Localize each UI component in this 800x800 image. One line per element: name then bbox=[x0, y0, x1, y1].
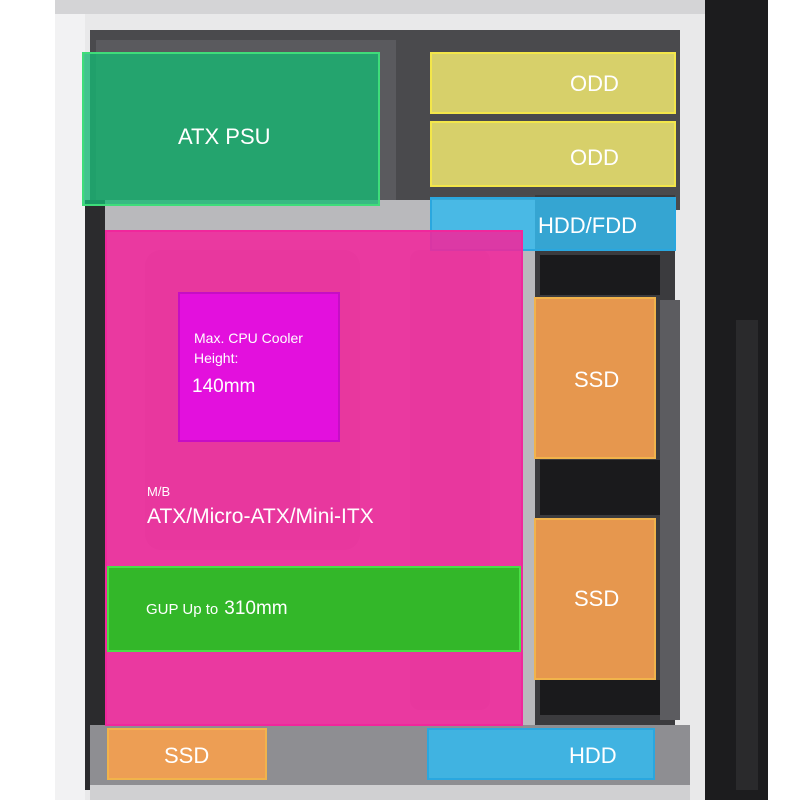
odd-zone-bottom: ODD bbox=[430, 121, 676, 187]
hdd-zone-bottom: HDD bbox=[427, 728, 655, 780]
cpu-cooler-value: 140mm bbox=[192, 376, 256, 397]
odd-zone-top: ODD bbox=[430, 52, 676, 114]
gpu-zone: GUP Up to 310mm bbox=[107, 566, 521, 652]
hdd-fdd-label: HDD/FDD bbox=[538, 213, 637, 238]
psu-label: ATX PSU bbox=[178, 124, 271, 149]
motherboard-prefix: M/B bbox=[147, 484, 171, 499]
hdd-label-bottom: HDD bbox=[569, 743, 617, 768]
ssd-label-bottom: SSD bbox=[164, 743, 210, 768]
cpu-cooler-zone: Max. CPU Cooler Height: 140mm bbox=[178, 292, 340, 442]
gpu-label-row: GUP Up to 310mm bbox=[146, 598, 288, 620]
ssd-label-right-1: SSD bbox=[574, 367, 620, 392]
ssd-zone-right-1: SSD bbox=[534, 297, 656, 459]
cpu-cooler-line2: Height: bbox=[194, 350, 239, 366]
gpu-prefix: GUP Up to bbox=[146, 601, 219, 618]
gpu-value: 310mm bbox=[224, 598, 288, 619]
odd-label-top: ODD bbox=[570, 71, 619, 96]
ssd-zone-bottom: SSD bbox=[107, 728, 267, 780]
cpu-cooler-line1: Max. CPU Cooler bbox=[194, 330, 303, 346]
psu-zone: ATX PSU bbox=[82, 52, 380, 206]
motherboard-formats: ATX/Micro-ATX/Mini-ITX bbox=[147, 505, 374, 528]
ssd-zone-right-2: SSD bbox=[534, 518, 656, 680]
ssd-label-right-2: SSD bbox=[574, 586, 620, 611]
odd-label-bottom: ODD bbox=[570, 145, 619, 170]
